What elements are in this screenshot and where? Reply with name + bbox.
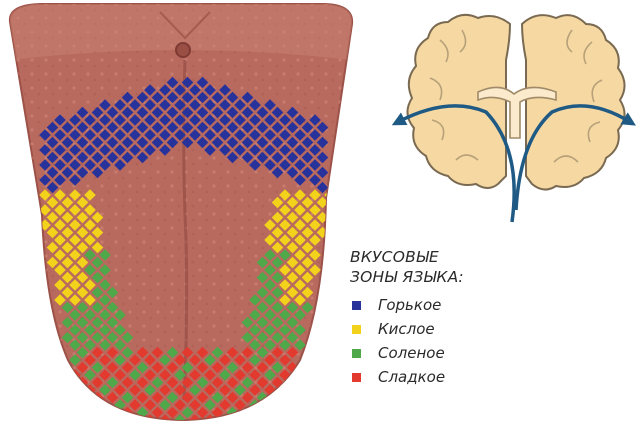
legend-label-sour: Кислое	[378, 320, 435, 338]
sweet-dot	[272, 392, 284, 404]
legend-label-bitter: Горькое	[378, 296, 441, 314]
sweet-dot	[69, 414, 81, 426]
legend-item-sour: Кислое	[350, 317, 630, 341]
legend-swatch-salty	[352, 349, 361, 358]
legend-item-bitter: Горькое	[350, 293, 630, 317]
brain-cross-section	[398, 15, 630, 222]
salty-dot	[84, 414, 96, 426]
sweet-dot	[287, 407, 299, 419]
brain-right-hemisphere	[522, 15, 625, 189]
sweet-dot	[99, 414, 111, 426]
sweet-dot	[114, 414, 126, 426]
salty-dot	[92, 407, 104, 419]
sweet-dot	[264, 399, 276, 411]
sweet-dot	[257, 407, 269, 419]
salty-dot	[287, 377, 299, 389]
foramen-cecum	[176, 43, 190, 57]
legend-item-salty: Соленое	[350, 341, 630, 365]
legend-title-line-1: ВКУСОВЫЕ	[350, 247, 630, 267]
sweet-dot	[249, 414, 261, 426]
sweet-dot	[107, 407, 119, 419]
legend-swatch-sweet	[352, 373, 361, 382]
sweet-dot	[234, 414, 246, 426]
legend-title-line-2: ЗОНЫ ЯЗЫКА:	[350, 267, 630, 287]
sweet-dot	[84, 399, 96, 411]
legend-swatch-sour	[352, 325, 361, 334]
legend-swatch-bitter	[352, 301, 361, 310]
salty-dot	[279, 384, 291, 396]
salty-dot	[69, 399, 81, 411]
sweet-dot	[77, 407, 89, 419]
tongue	[0, 0, 360, 426]
legend-list: Горькое Кислое Соленое Сладкое	[350, 293, 630, 389]
sweet-dot	[279, 399, 291, 411]
legend: ВКУСОВЫЕ ЗОНЫ ЯЗЫКА: Горькое Кислое Соле…	[350, 247, 630, 389]
sweet-dot	[287, 392, 299, 404]
salty-dot	[264, 414, 276, 426]
salty-dot	[272, 407, 284, 419]
sweet-dot	[69, 384, 81, 396]
sweet-dot	[279, 414, 291, 426]
salty-dot	[129, 414, 141, 426]
legend-label-salty: Соленое	[378, 344, 445, 362]
legend-label-sweet: Сладкое	[378, 368, 445, 386]
brain-left-hemisphere	[407, 15, 510, 188]
legend-item-sweet: Сладкое	[350, 365, 630, 389]
salty-dot	[77, 392, 89, 404]
